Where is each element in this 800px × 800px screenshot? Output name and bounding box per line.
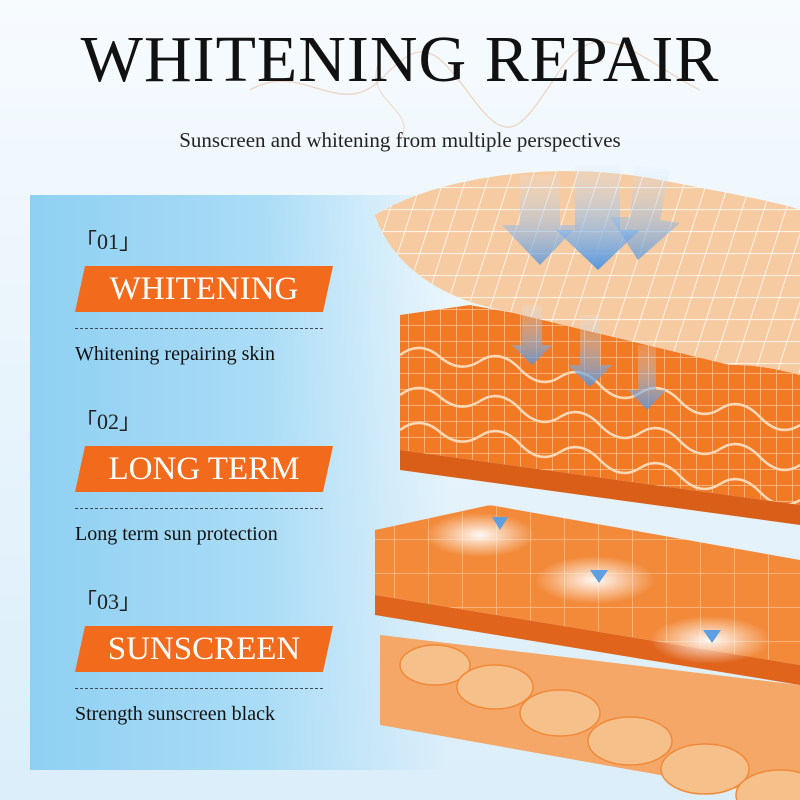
feature-description: Whitening repairing skin xyxy=(75,343,275,365)
feature-description: Long term sun protection xyxy=(75,523,278,545)
feature-number: 「01」 xyxy=(75,229,142,254)
divider xyxy=(75,508,323,509)
feature-number: 「03」 xyxy=(75,589,142,614)
feature-banner: SUNSCREEN xyxy=(75,626,333,672)
feature-banner: WHITENING xyxy=(75,266,333,312)
decorative-sketch xyxy=(249,41,701,141)
feature-banner: LONG TERM xyxy=(75,446,333,492)
lower-layer xyxy=(375,505,800,685)
feature-item: 「03」 SUNSCREEN Strength sunscreen black xyxy=(75,588,335,726)
top-layer xyxy=(375,171,800,375)
feature-item: 「02」 LONG TERM Long term sun protection xyxy=(75,408,335,546)
bottom-layer xyxy=(380,635,800,800)
page-subtitle: Sunscreen and whitening from multiple pe… xyxy=(179,128,621,152)
feature-label: LONG TERM xyxy=(108,451,300,487)
down-arrow-icon xyxy=(492,165,721,643)
feature-description: Strength sunscreen black xyxy=(75,703,275,725)
divider xyxy=(75,688,323,689)
feature-label: SUNSCREEN xyxy=(107,631,301,667)
feature-label: WHITENING xyxy=(109,271,299,307)
divider xyxy=(75,328,323,329)
feature-item: 「01」 WHITENING Whitening repairing skin xyxy=(75,228,335,366)
page-title: WHITENING REPAIR xyxy=(80,23,720,96)
skin-layers-illustration xyxy=(375,165,800,800)
feature-number: 「02」 xyxy=(75,409,142,434)
